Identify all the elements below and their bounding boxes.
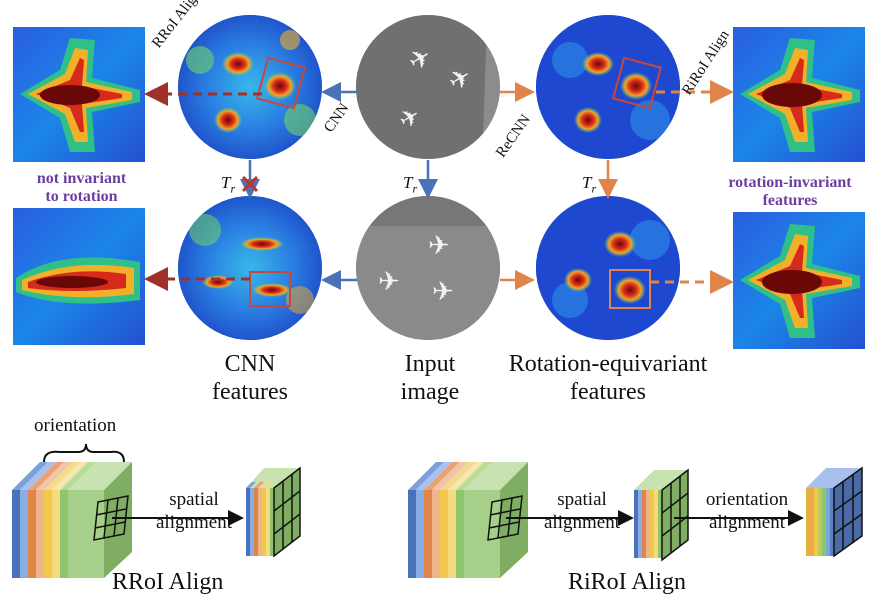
heatmap-right-top xyxy=(733,27,865,162)
cnn-feature-map-top xyxy=(178,15,322,159)
rroi-feature-stack xyxy=(12,462,132,578)
svg-text:✈: ✈ xyxy=(378,267,400,296)
transform-label-input: Tr xyxy=(403,173,418,196)
transform-label-equivariant: Tr xyxy=(582,173,597,196)
transform-label-cnn: Tr xyxy=(221,173,236,196)
orientation-label: orientation xyxy=(34,415,117,436)
svg-text:✈: ✈ xyxy=(428,231,450,260)
input-image-top: ✈ ✈ ✈ xyxy=(356,15,500,159)
rroi-align-caption: RRoI Align xyxy=(112,569,224,595)
riroi-output-stack xyxy=(806,466,863,558)
riroi-feature-stack xyxy=(408,462,528,578)
arrows xyxy=(144,80,734,294)
riroi-middle-stack xyxy=(634,468,689,562)
input-image-bottom: ✈ ✈ ✈ xyxy=(356,196,500,340)
riroi-rotated-grid xyxy=(487,495,523,541)
equivariant-feature-map-bottom xyxy=(536,196,680,340)
riroi-align-illustration xyxy=(408,462,863,578)
heatmap-right-bottom xyxy=(733,212,865,349)
rroi-rotated-grid xyxy=(93,495,129,541)
rroi-align-illustration xyxy=(12,443,301,578)
rroi-output-stack xyxy=(246,466,301,558)
riroi-align-caption: RiRoI Align xyxy=(568,569,687,595)
svg-text:✈: ✈ xyxy=(432,277,454,306)
heatmap-left-top xyxy=(13,27,145,162)
heatmap-left-bottom xyxy=(13,208,145,345)
cnn-feature-map-bottom xyxy=(178,196,322,340)
equivariant-feature-map-top xyxy=(536,15,680,159)
